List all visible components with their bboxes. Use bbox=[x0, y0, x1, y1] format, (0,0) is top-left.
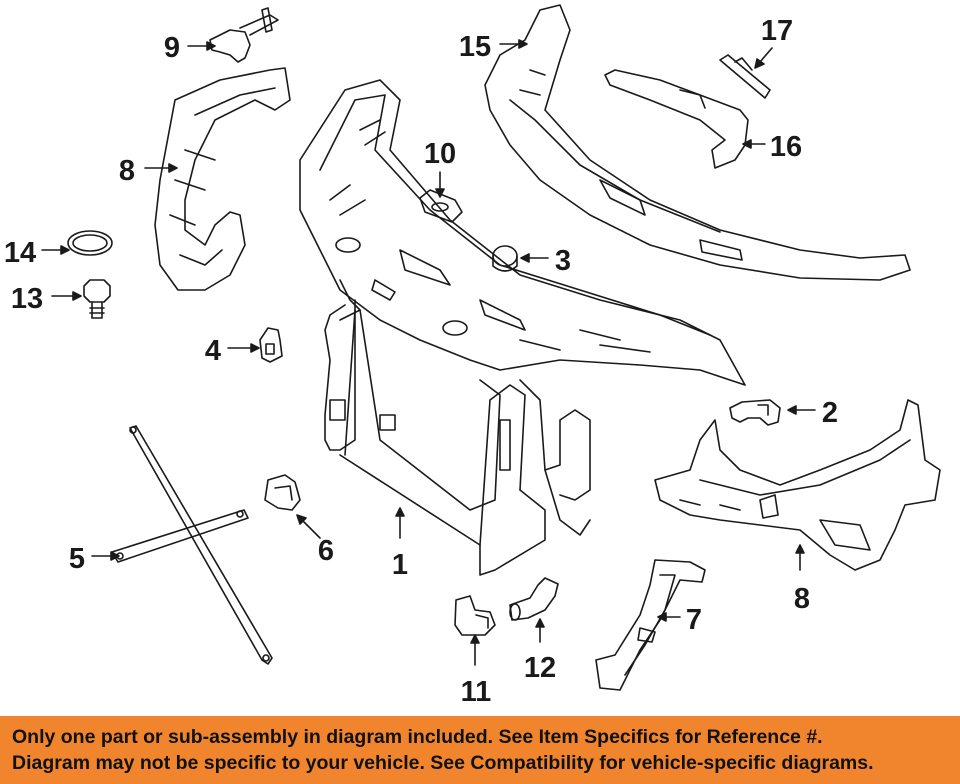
part-14-seal bbox=[67, 230, 113, 256]
part-9-latch bbox=[209, 7, 279, 63]
callout-10: 10 bbox=[424, 138, 456, 170]
callout-4: 4 bbox=[205, 335, 221, 367]
part-6-bracket bbox=[264, 474, 301, 511]
callout-9: 9 bbox=[164, 32, 180, 64]
part-17-clip bbox=[719, 54, 771, 99]
part-5-brace bbox=[111, 425, 273, 665]
part-8-left-air-guide bbox=[154, 67, 291, 291]
callout-12: 12 bbox=[524, 652, 556, 684]
leader-lines bbox=[41, 39, 816, 666]
callout-11: 11 bbox=[461, 676, 492, 708]
part-11-bracket bbox=[454, 595, 496, 636]
part-3-grommet bbox=[492, 245, 518, 272]
callout-15: 15 bbox=[459, 31, 491, 63]
part-1-radiator-support bbox=[299, 79, 746, 576]
part-13-bolt bbox=[83, 279, 111, 319]
disclaimer-line-2: Diagram may not be specific to your vehi… bbox=[12, 752, 874, 774]
disclaimer-line-1: Only one part or sub-assembly in diagram… bbox=[12, 726, 823, 748]
callout-5: 5 bbox=[69, 543, 85, 575]
callout-13: 13 bbox=[11, 283, 43, 315]
callout-17: 17 bbox=[761, 15, 793, 47]
callout-16: 16 bbox=[770, 131, 802, 163]
callout-1: 1 bbox=[392, 549, 408, 581]
part-8-right-air-guide bbox=[654, 399, 941, 571]
disclaimer-banner: Only one part or sub-assembly in diagram… bbox=[0, 716, 960, 784]
callout-3: 3 bbox=[555, 245, 571, 277]
part-10-plug bbox=[419, 189, 463, 223]
callout-2: 2 bbox=[822, 397, 838, 429]
parts-diagram: 1 2 3 4 5 6 7 8 8 9 10 11 12 13 14 15 16… bbox=[4, 4, 941, 708]
callout-8-left: 8 bbox=[119, 155, 135, 187]
part-2-clip bbox=[729, 399, 781, 426]
callout-labels: 1 2 3 4 5 6 7 8 8 9 10 11 12 13 14 15 16… bbox=[4, 15, 838, 708]
callout-14: 14 bbox=[4, 237, 36, 269]
part-12-hose bbox=[509, 577, 559, 621]
part-4-bracket bbox=[259, 327, 283, 363]
part-16-strip bbox=[604, 69, 749, 169]
callout-6: 6 bbox=[318, 535, 334, 567]
part-15-tie-bar bbox=[484, 4, 911, 281]
callout-7: 7 bbox=[686, 604, 702, 636]
part-7-bracket bbox=[595, 559, 706, 691]
callout-8-right: 8 bbox=[794, 583, 810, 615]
